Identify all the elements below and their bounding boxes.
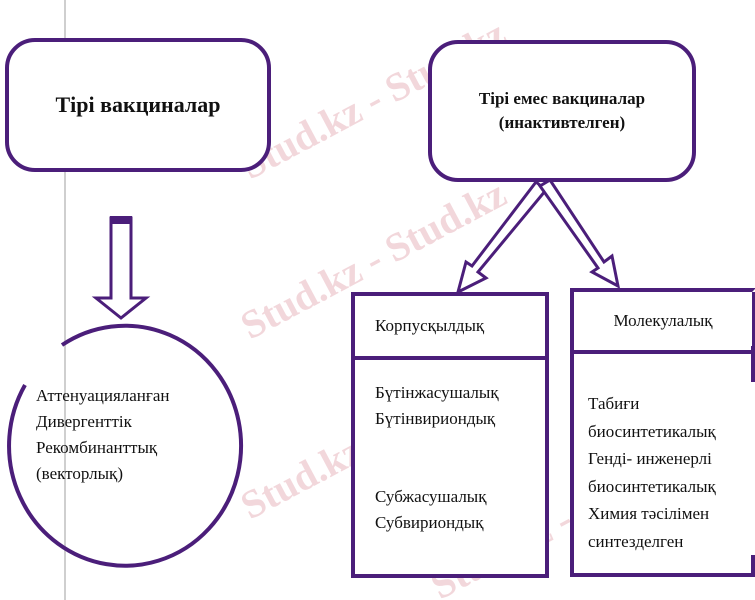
corpuscular-box: Корпусқылдық Бүтінжасушалық Бүтінвирионд… — [351, 292, 549, 578]
list-item: Рекомбинанттық — [36, 438, 158, 457]
molecular-box: Молекулалық Табиғи биосинтетикалық Генді… — [570, 288, 755, 577]
inactivated-title-line1: Тірі емес вакциналар — [478, 89, 646, 108]
molecular-right-edge-top — [751, 346, 755, 382]
corpuscular-title: Корпусқылдық — [375, 316, 485, 335]
arrow-to-molecular — [537, 177, 621, 289]
list-item: Бүтінжасушалық — [375, 383, 499, 402]
list-item: Генді- инженерлі — [588, 449, 712, 468]
inactivated-title-line2: (инактивтелген) — [498, 113, 626, 132]
list-item: Аттенуацияланған — [36, 386, 170, 405]
list-item: Табиғи — [588, 394, 640, 413]
list-item: биосинтетикалық — [588, 476, 716, 496]
molecular-header: Молекулалық — [574, 292, 755, 354]
inactivated-vaccines-box: Тірі емес вакциналар (инактивтелген) — [428, 40, 696, 182]
guide-line — [64, 0, 66, 600]
list-item: (векторлық) — [36, 464, 123, 483]
down-arrow — [91, 216, 151, 320]
list-item: Дивергенттік — [36, 412, 132, 431]
molecular-title: Молекулалық — [613, 311, 713, 330]
arrow-to-corpuscular — [455, 179, 549, 295]
live-vaccines-title: Тірі вакциналар — [55, 92, 221, 117]
molecular-right-edge-bottom — [751, 555, 755, 577]
list-item: синтезделген — [588, 531, 684, 551]
circle-outline — [7, 323, 243, 568]
list-item: Бүтінвириондық — [375, 409, 496, 428]
list-item: биосинтетикалық — [588, 421, 716, 441]
list-item: Химия тәсілімен — [588, 504, 710, 523]
list-item: Субжасушалық — [375, 487, 487, 506]
list-item: Субвириондық — [375, 513, 484, 532]
corpuscular-header: Корпусқылдық — [355, 296, 545, 360]
live-vaccine-types: Аттенуацияланған Дивергенттік Рекомбинан… — [36, 383, 170, 487]
live-vaccines-box: Тірі вакциналар — [5, 38, 271, 172]
